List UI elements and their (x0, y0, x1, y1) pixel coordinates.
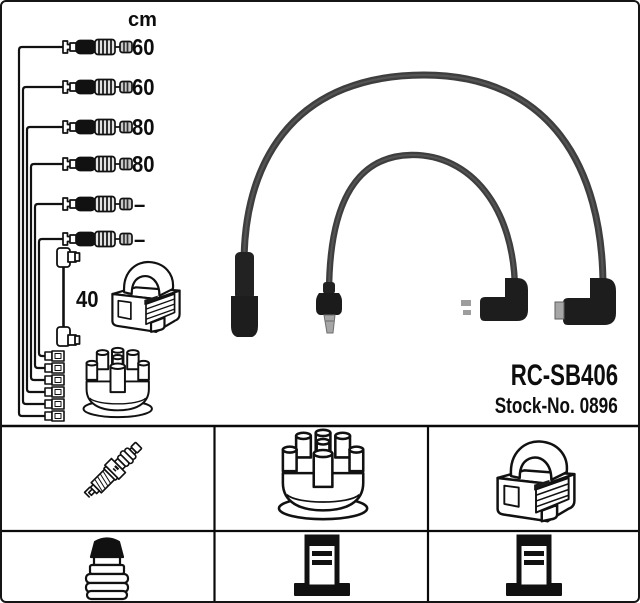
wire-length-label-4: 80 (132, 151, 155, 177)
plug-boot-terminal-icon (84, 537, 130, 601)
wire-length-label-5: – (134, 191, 146, 217)
distributor-terminal-stack (44, 350, 65, 422)
coil-length-label: 40 (76, 286, 99, 312)
long-cable-photo (231, 71, 616, 337)
product-id-block: RC-SB406 Stock-No. 0896 (460, 361, 618, 418)
wire-length-label-2: 60 (132, 74, 155, 100)
elbow-connector-short (461, 278, 528, 321)
plug-connector-assemblies (62, 38, 133, 248)
straight-boot-connector (231, 252, 258, 337)
distributor-cap-drawing (82, 346, 153, 419)
wire-length-label-6: – (134, 226, 146, 252)
stock-number: 0896 (579, 393, 618, 418)
wire-length-label-3: 80 (132, 114, 155, 140)
short-cable-photo (316, 151, 528, 334)
legend-grid-lines (2, 424, 638, 601)
spark-plug-icon (80, 437, 147, 504)
stock-label: Stock-No. (494, 393, 576, 418)
coil-lead-drawing (56, 247, 81, 347)
elbow-boot-connector-long (554, 278, 616, 325)
straight-plug-connector (316, 282, 342, 334)
wire-length-label-1: 60 (132, 34, 155, 60)
coil-post-terminal-icon (506, 537, 562, 596)
wire-bundle-lines (17, 45, 65, 418)
stock-number-line: Stock-No. 0896 (495, 394, 618, 418)
part-number: RC-SB406 (510, 359, 618, 392)
distributor-post-terminal-icon (294, 537, 350, 596)
unit-header: cm (128, 9, 157, 31)
distributor-cap-icon (277, 428, 369, 521)
ignition-coil-icon (496, 440, 576, 523)
ignition-coil-drawing (111, 260, 181, 333)
